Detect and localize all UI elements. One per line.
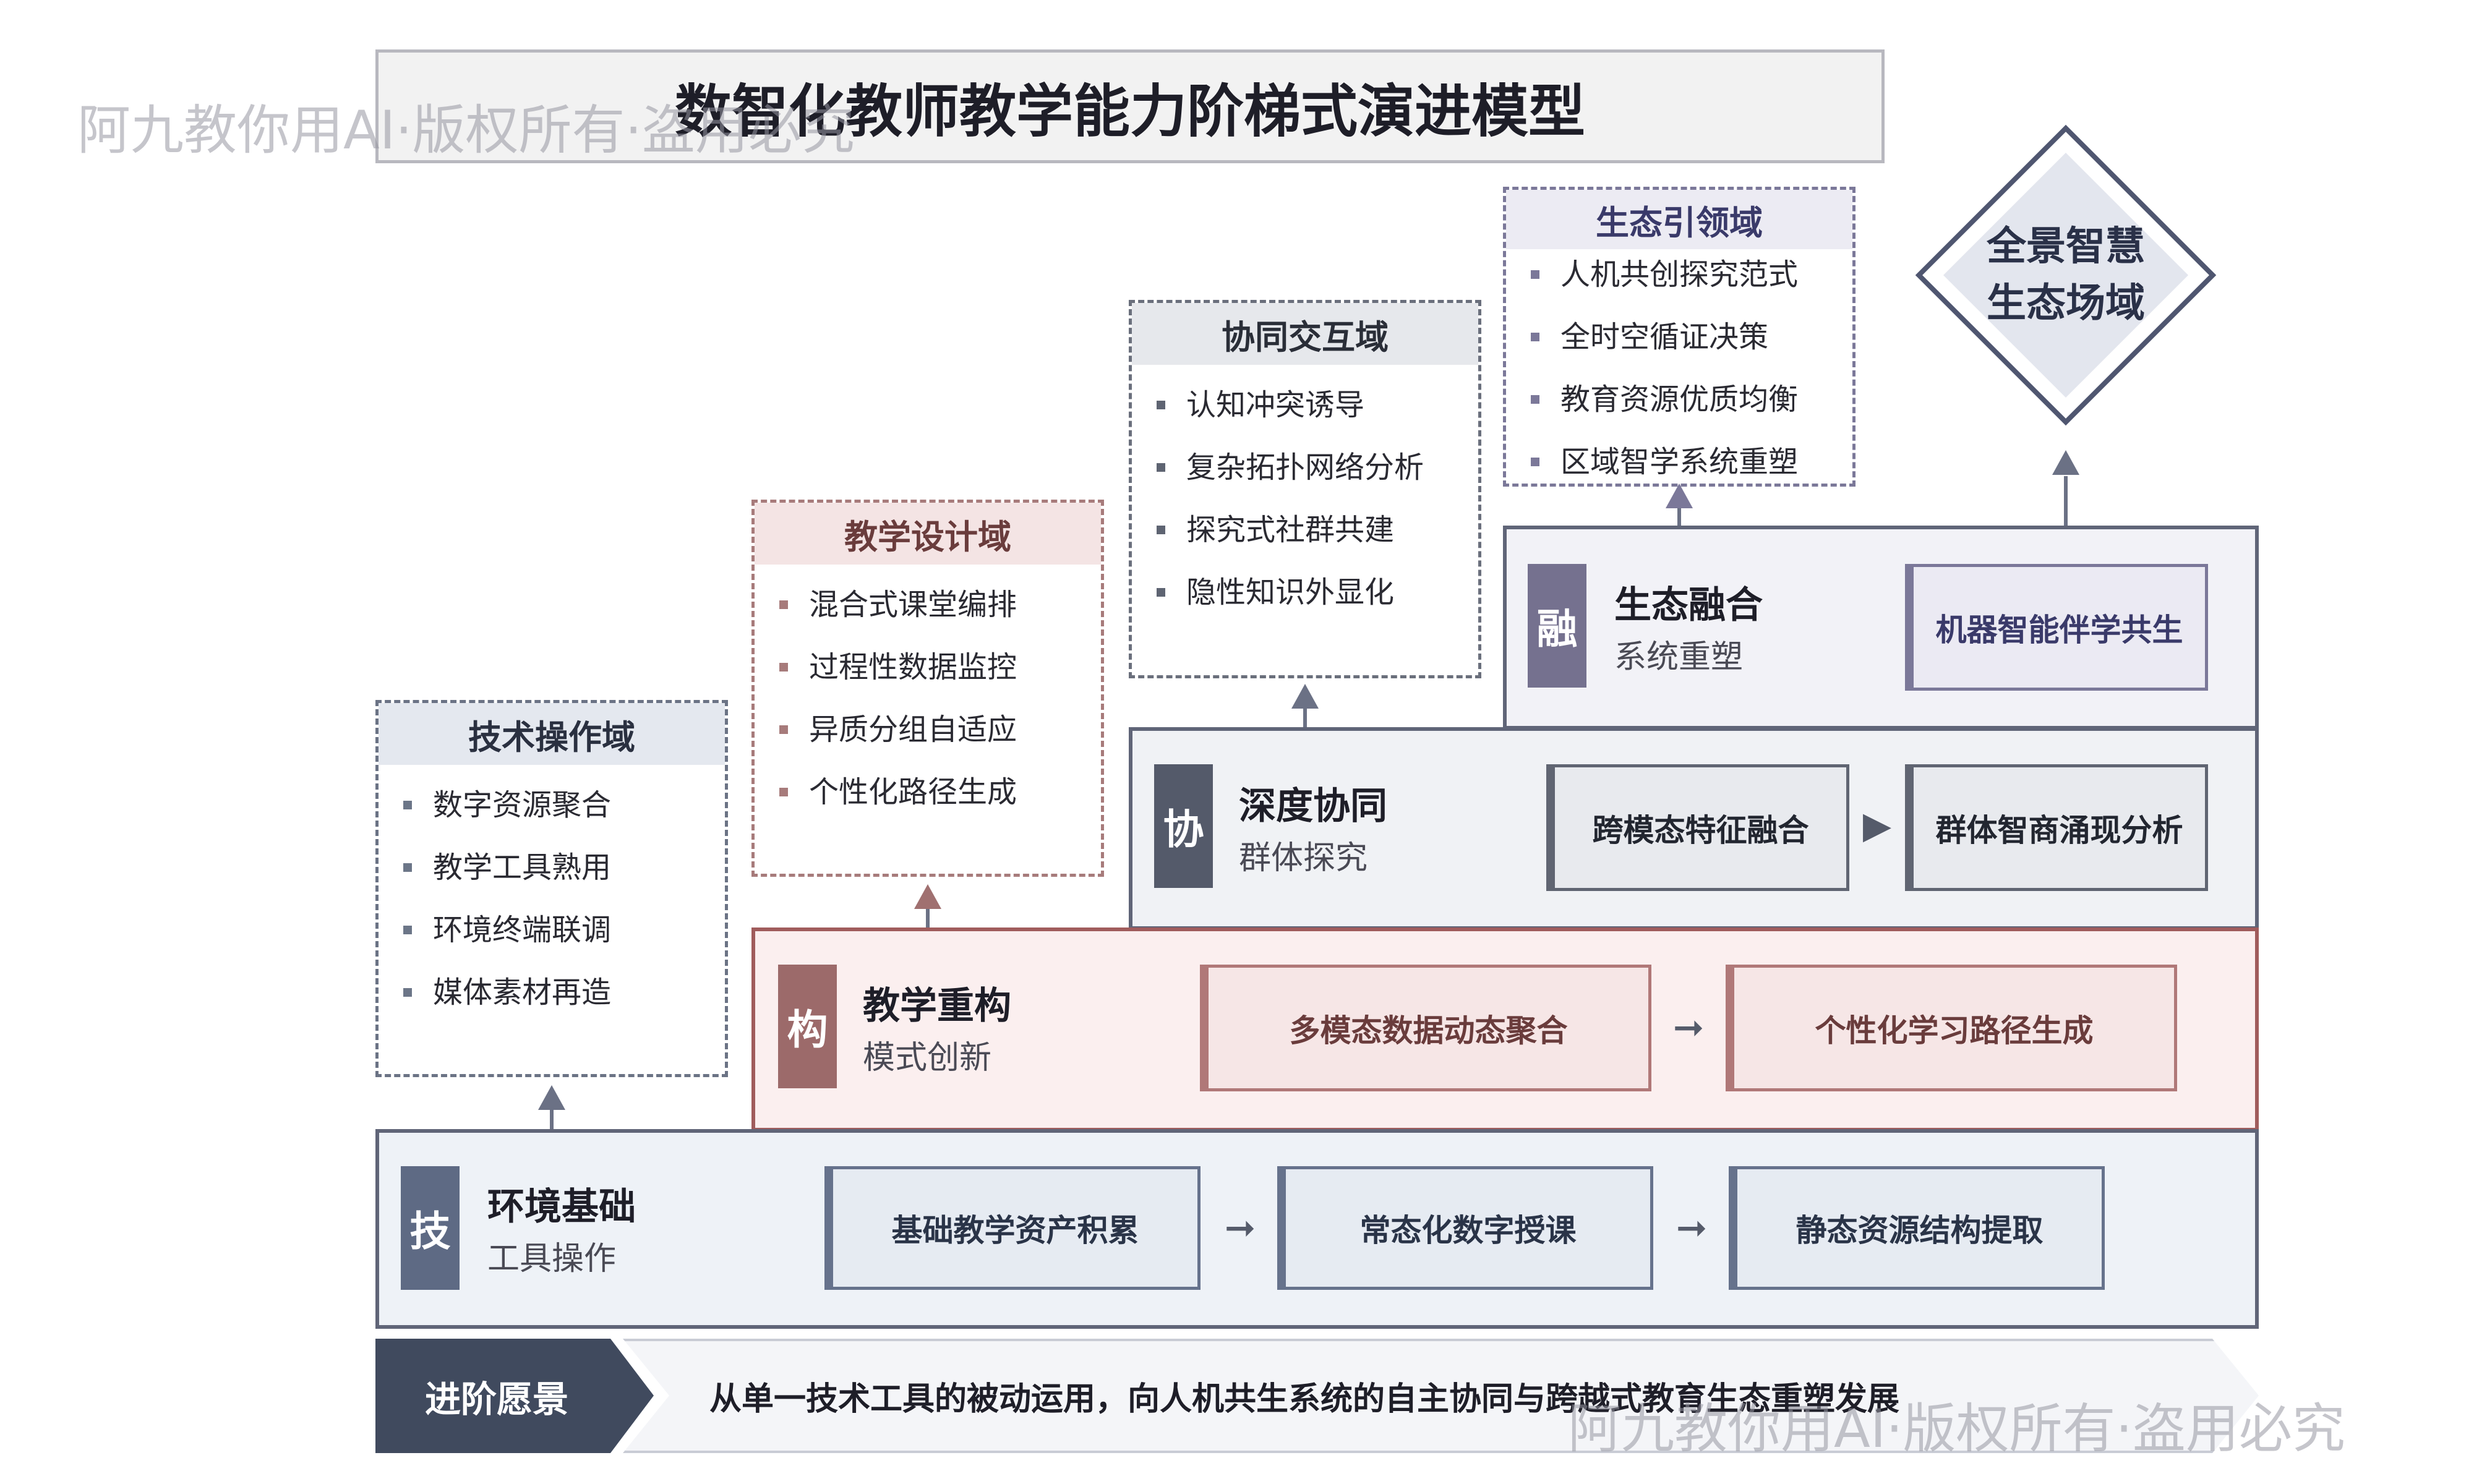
bullet-icon [1531, 270, 1539, 279]
list-item: 个性化路径生成 [779, 770, 1017, 833]
bullet-icon [1531, 333, 1539, 341]
list-item: 探究式社群共建 [1157, 508, 1424, 571]
domain-eco-title: 生态引领域 [1506, 190, 1852, 249]
vision-text: 从单一技术工具的被动运用，向人机共生系统的自主协同与跨越式教育生态重塑发展 [623, 1339, 2259, 1453]
bullet-icon [1157, 526, 1165, 534]
list-item: 环境终端联调 [403, 908, 611, 971]
bullet-icon [403, 926, 412, 934]
arrow-right-icon: ➞ [1224, 1206, 1256, 1250]
bullet-icon [1157, 463, 1165, 472]
bullet-icon [1157, 401, 1165, 409]
vision-label: 进阶愿景 [375, 1339, 654, 1453]
bullet-icon [1157, 588, 1165, 597]
apex-diamond: 全景智慧 生态场域 [1914, 124, 2217, 427]
list-item: 媒体素材再造 [403, 971, 611, 1033]
bullet-icon [779, 788, 788, 796]
list-item: 复杂拓扑网络分析 [1157, 446, 1424, 508]
layer-collab-title: 深度协同 [1239, 785, 1387, 828]
layer-reconstruct-title: 教学重构 [863, 984, 1011, 1028]
bullet-icon [1531, 395, 1539, 404]
domain-tech-title: 技术操作域 [379, 703, 725, 765]
layer-tech-subtitle: 工具操作 [487, 1240, 617, 1277]
bullet-icon [1531, 458, 1539, 466]
watermark-bottom: 阿九教你用AI·版权所有·盗用必究 [1568, 1398, 2345, 1460]
arrow-right-icon: ➞ [1676, 1206, 1708, 1250]
domain-eco: 生态引领域 人机共创探究范式 全时空循证决策 教育资源优质均衡 区域智学系统重塑 [1503, 187, 1856, 487]
bullet-icon [779, 663, 788, 672]
node-cross-modal-fusion: 跨模态特征融合 [1546, 764, 1849, 891]
collab-arrow-stem [1303, 704, 1307, 728]
layer-fusion-badge: 融 [1528, 564, 1586, 688]
node-static-resource-extraction: 静态资源结构提取 [1729, 1166, 2105, 1290]
design-arrow-stem [926, 904, 930, 929]
list-item: 隐性知识外显化 [1157, 571, 1424, 633]
list-item: 异质分组自适应 [779, 708, 1017, 770]
collab-arrow-head [1291, 684, 1319, 709]
list-item: 区域智学系统重塑 [1531, 440, 1798, 503]
node-basic-assets: 基础教学资产积累 [824, 1166, 1201, 1290]
arrow-right-icon: ▶ [1862, 804, 1892, 847]
apex-line-1: 全景智慧 [1987, 224, 2145, 270]
list-item: 教育资源优质均衡 [1531, 378, 1798, 440]
layer-fusion-title: 生态融合 [1614, 584, 1763, 627]
page-title: 数智化教师教学能力阶梯式演进模型 [375, 49, 1885, 163]
watermark-top: 阿九教你用AI·版权所有·盗用必究 [77, 100, 855, 161]
layer-reconstruct-subtitle: 模式创新 [863, 1039, 992, 1077]
layer-fusion-subtitle: 系统重塑 [1614, 639, 1744, 676]
node-multimodal-aggregation: 多模态数据动态聚合 [1200, 965, 1651, 1091]
node-group-iq-emergence: 群体智商涌现分析 [1905, 764, 2208, 891]
list-item: 数字资源聚合 [403, 783, 611, 846]
tech-arrow-head [538, 1085, 565, 1110]
eco-arrow-head [1666, 484, 1693, 508]
layer-tech-badge: 技 [401, 1166, 460, 1290]
arrow-right-icon: ➞ [1672, 1006, 1705, 1049]
layer-reconstruct-badge: 构 [778, 965, 837, 1088]
node-machine-companion: 机器智能伴学共生 [1905, 564, 2208, 691]
bullet-icon [779, 725, 788, 734]
eco-arrow-stem [1677, 501, 1681, 527]
list-item: 过程性数据监控 [779, 646, 1017, 708]
list-item: 认知冲突诱导 [1157, 383, 1424, 446]
domain-design-title: 教学设计域 [755, 503, 1101, 565]
bullet-icon [403, 801, 412, 809]
layer-collab-badge: 协 [1154, 764, 1213, 888]
list-item: 教学工具熟用 [403, 846, 611, 908]
domain-collab: 协同交互域 认知冲突诱导 复杂拓扑网络分析 探究式社群共建 隐性知识外显化 [1129, 300, 1481, 678]
node-personalized-path: 个性化学习路径生成 [1726, 965, 2177, 1091]
layer-collab-subtitle: 群体探究 [1239, 840, 1368, 877]
vision-bar: 从单一技术工具的被动运用，向人机共生系统的自主协同与跨越式教育生态重塑发展 进阶… [375, 1339, 2259, 1453]
domain-collab-title: 协同交互域 [1132, 303, 1478, 365]
node-digital-teaching: 常态化数字授课 [1277, 1166, 1653, 1290]
tech-arrow-stem [550, 1104, 554, 1130]
layer-tech-title: 环境基础 [487, 1185, 636, 1229]
list-item: 人机共创探究范式 [1531, 253, 1798, 315]
domain-tech: 技术操作域 数字资源聚合 教学工具熟用 环境终端联调 媒体素材再造 [375, 700, 728, 1077]
design-arrow-head [914, 884, 941, 909]
list-item: 全时空循证决策 [1531, 315, 1798, 378]
domain-design: 教学设计域 混合式课堂编排 过程性数据监控 异质分组自适应 个性化路径生成 [751, 500, 1104, 877]
bullet-icon [403, 988, 412, 997]
bullet-icon [403, 863, 412, 872]
list-item: 混合式课堂编排 [779, 583, 1017, 646]
bullet-icon [779, 600, 788, 609]
apex-line-2: 生态场域 [1987, 281, 2145, 326]
apex-arrow-head [2052, 450, 2079, 475]
apex-arrow-stem [2064, 476, 2068, 527]
